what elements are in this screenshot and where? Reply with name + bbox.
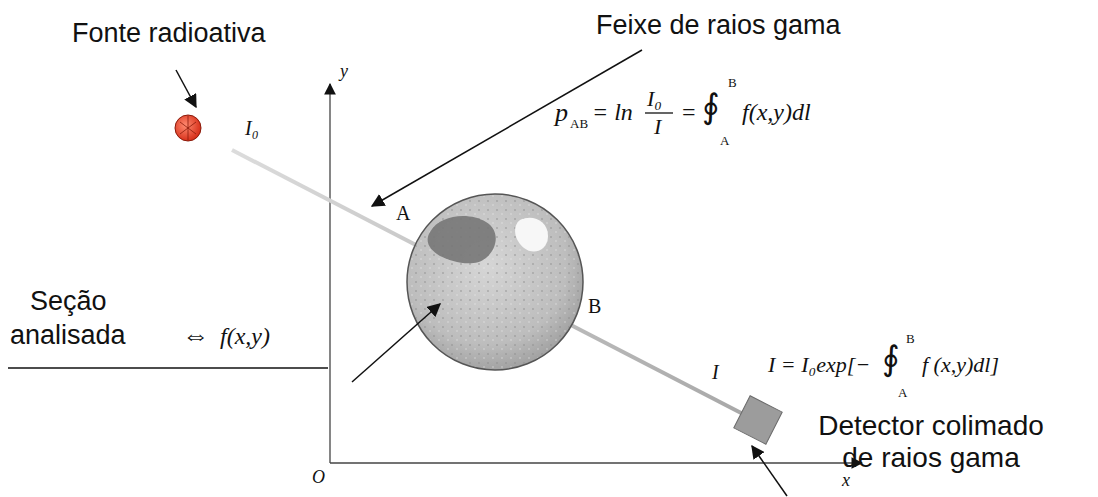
intensity-label: I₀ [245,118,259,138]
gamma-detector [734,396,782,444]
radioactive-source [175,115,201,141]
formula-part: f(x,y)dl [742,100,811,124]
y-axis [329,84,330,463]
x-axis [330,462,862,463]
formula-limit: B [906,332,915,345]
leader-arrow [372,50,642,206]
equivalence-sign: ⇔ [182,322,209,349]
callout-text: analisada [10,322,126,349]
leader-arrow [352,304,440,382]
leader-arrow [752,446,787,496]
function-label: f(x,y) [220,324,270,348]
formula-part: = ln [592,100,633,124]
formula-part: I = I₀exp[− [768,354,870,376]
formula-limit: A [898,386,907,399]
axis-label: x [842,471,850,489]
formula-limit: B [728,76,737,89]
origin-label: O [312,468,325,486]
callout-text: Seção [30,288,107,315]
callout-text: Detector colimado de raios gama [800,410,1062,474]
formula-part: p [555,100,568,126]
leader-arrow [176,70,196,107]
formula-numerator: I₀ [647,88,662,110]
integral-sign: ∮ [882,342,900,376]
axis-label: y [340,62,348,80]
formula-limit: A [720,134,729,147]
integral-sign: ∮ [702,90,720,124]
analysed-section [407,194,583,370]
formula-subscript: AB [570,117,588,130]
fraction-bar [645,112,673,113]
callout-text: Fonte radioativa [72,20,266,47]
formula-part: = [682,100,696,124]
intensity-label: I [712,362,719,382]
leader-line [8,367,328,368]
gamma-beam [232,150,745,415]
point-label: A [396,203,410,223]
point-label: B [588,296,601,316]
formula-denominator: I [654,116,661,138]
callout-text: Feixe de raios gama [596,12,841,39]
formula-part: f (x,y)dl] [922,354,999,376]
